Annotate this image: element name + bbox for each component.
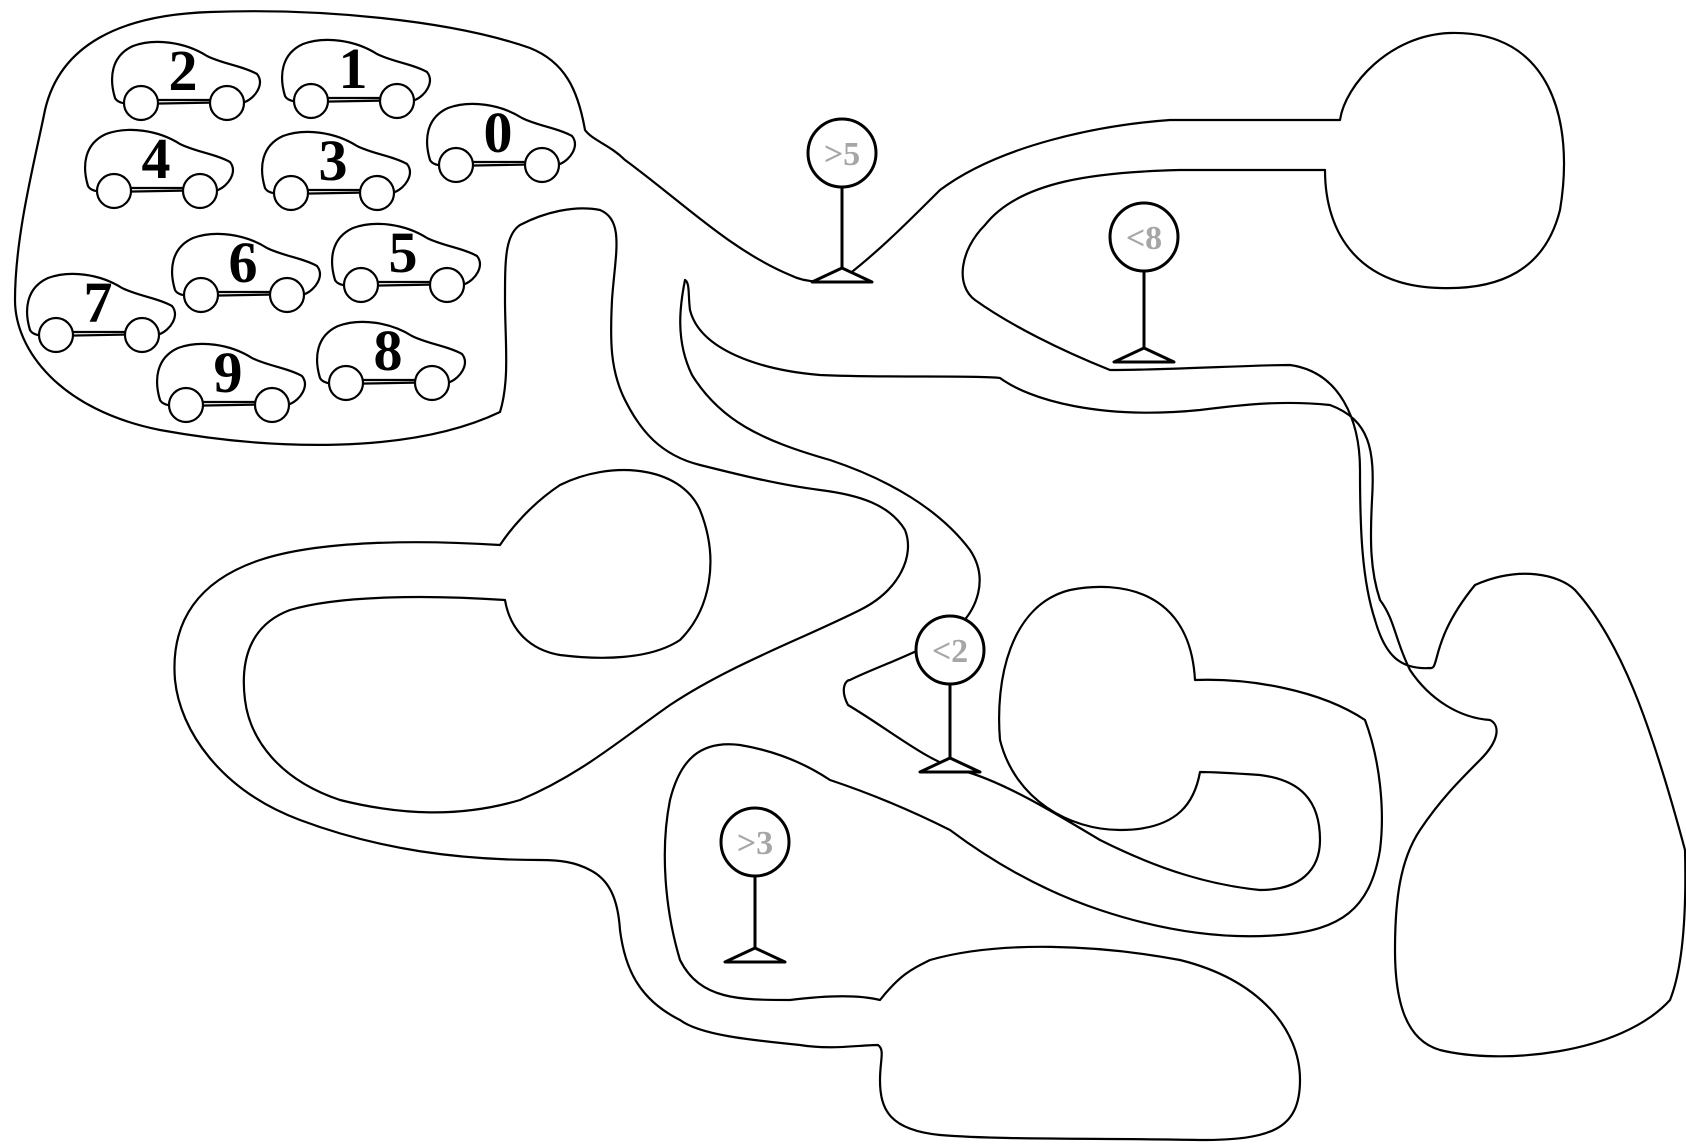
sign-base [725,948,785,962]
car-wheel [430,268,464,302]
car: 7 [27,270,175,352]
car-wheel [415,366,449,400]
sign-label: >3 [737,825,773,862]
car-wheel [210,86,244,120]
car: 0 [427,100,575,182]
car-wheel [97,174,131,208]
car: 1 [282,36,430,118]
speed-sign: >5 [808,119,876,282]
car-wheel [380,84,414,118]
car-number: 6 [229,230,258,295]
sign-base [812,268,872,282]
car-wheel [39,318,73,352]
car-wheel [525,148,559,182]
car-wheel [270,278,304,312]
car-wheel [125,318,159,352]
cars-group: 2 1 0 4 36 5 7 9 8 [27,36,575,422]
car-number: 7 [84,270,113,335]
sign-label: >5 [824,136,860,173]
car: 6 [172,230,320,312]
car-wheel [360,176,394,210]
speed-sign: <8 [1110,203,1178,362]
car-wheel [124,86,158,120]
car-number: 1 [339,36,368,101]
car: 5 [332,220,480,302]
car-wheel [294,84,328,118]
car: 8 [317,318,465,400]
car-number: 8 [374,318,403,383]
car-number: 2 [169,38,198,103]
car-wheel [274,176,308,210]
sign-label: <2 [932,633,968,670]
car-wheel [184,278,218,312]
car-number: 9 [214,340,243,405]
car-wheel [169,388,203,422]
sign-base [1114,348,1174,362]
car: 4 [85,126,233,208]
sign-base [920,758,980,772]
car-wheel [344,268,378,302]
car-number: 5 [389,220,418,285]
car-number: 3 [319,128,348,193]
sign-label: <8 [1126,220,1162,257]
car-wheel [183,174,217,208]
signs-group: >5 <8 <2 >3 [721,119,1178,962]
car-number: 4 [142,126,171,191]
car: 2 [112,38,260,120]
car-wheel [255,388,289,422]
speed-sign: <2 [916,616,984,772]
car-wheel [439,148,473,182]
car: 9 [157,340,305,422]
car: 3 [262,128,410,210]
speed-sign: >3 [721,808,789,962]
car-number: 0 [484,100,513,165]
car-wheel [329,366,363,400]
